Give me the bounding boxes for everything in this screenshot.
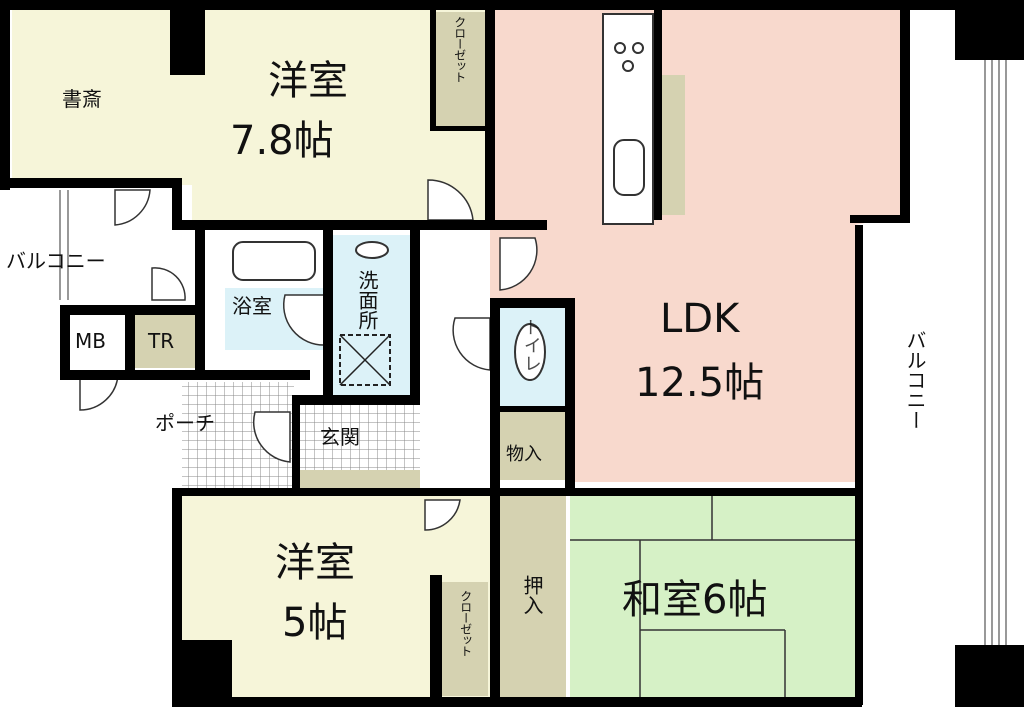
closet-1-label: クローゼット — [452, 16, 467, 82]
right-balcony-floor — [905, 10, 1015, 700]
balcony-right-label: バルコニー — [903, 330, 927, 430]
closet-2-floor — [442, 582, 488, 696]
ldk-floor — [490, 10, 905, 482]
oshiire-label: 押入 — [520, 575, 544, 615]
western-room-2-size: 5帖 — [282, 600, 348, 646]
ldk-name: LDK — [660, 296, 740, 342]
oshiire-floor — [500, 488, 566, 698]
tr-label: TR — [148, 329, 175, 353]
entrance-label: 玄関 — [320, 425, 360, 449]
western-room-1-size: 7.8帖 — [230, 118, 334, 164]
toilet-icon — [514, 323, 546, 381]
closet-2-label: クローゼット — [458, 590, 473, 656]
tatami-lines — [570, 488, 855, 700]
mb-floor — [70, 315, 125, 368]
mb-label: MB — [75, 329, 106, 353]
western-room-2-name: 洋室 — [275, 540, 355, 586]
storage-floor — [500, 412, 565, 480]
balcony-left-label: バルコニー — [6, 249, 106, 273]
stove-icon — [614, 42, 644, 72]
toilet-label: トイレ — [520, 318, 542, 372]
ldk-size: 12.5帖 — [635, 360, 765, 406]
washing-machine-cross — [339, 334, 391, 386]
porch-label: ポーチ — [155, 411, 215, 435]
washroom-label: 洗面所 — [355, 270, 379, 330]
storage-label: 物入 — [506, 444, 542, 465]
western-room-1-name: 洋室 — [268, 58, 348, 104]
kitchen-counter — [602, 13, 654, 225]
fridge-storage — [660, 75, 685, 215]
tr-floor — [135, 315, 201, 368]
balcony-rails — [59, 50, 1007, 660]
japanese-room-label: 和室6帖 — [622, 577, 768, 623]
bathtub-icon — [232, 241, 316, 281]
sink-icon — [613, 139, 645, 196]
study-label: 書斎 — [62, 87, 102, 111]
bathroom-label: 浴室 — [232, 294, 272, 318]
washing-machine-pan — [339, 334, 391, 386]
entrance-step — [300, 470, 420, 490]
washroom-floor — [332, 235, 410, 395]
closet-1-floor — [436, 12, 486, 126]
washbasin-icon — [355, 241, 389, 259]
entrance-floor — [300, 405, 420, 473]
door-swings — [79, 179, 538, 531]
